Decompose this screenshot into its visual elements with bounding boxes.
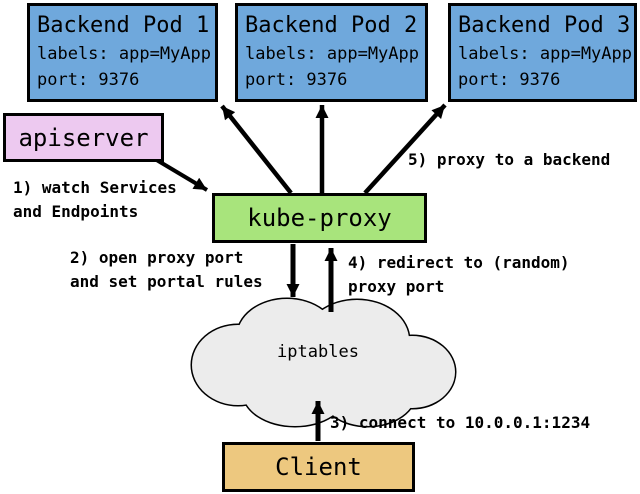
pod-3-labels: labels: app=MyApp	[458, 44, 632, 64]
iptables-label: iptables	[277, 342, 359, 362]
pod-2-labels: labels: app=MyApp	[245, 44, 419, 64]
kube-proxy-box: kube-proxy	[212, 193, 427, 243]
backend-pod-1-box: Backend Pod 1 labels: app=MyApp port: 93…	[27, 3, 218, 102]
annotation-step-4: 4) redirect to (random) proxy port	[348, 253, 570, 296]
pod-3-port: port: 9376	[458, 70, 561, 90]
arrow-proxy-to-pod3	[363, 103, 447, 195]
apiserver-label: apiserver	[18, 123, 149, 152]
annotation-step-1: 1) watch Services and Endpoints	[13, 178, 177, 221]
pod-3-title: Backend Pod 3	[458, 13, 631, 38]
cloud-shape-fill	[192, 299, 455, 426]
backend-pod-2-box: Backend Pod 2 labels: app=MyApp port: 93…	[235, 3, 428, 102]
arrow-proxy-to-pod1	[220, 104, 293, 195]
backend-pod-3-box: Backend Pod 3 labels: app=MyApp port: 93…	[448, 3, 637, 102]
kube-proxy-label: kube-proxy	[247, 204, 392, 232]
pod-1-port: port: 9376	[37, 70, 140, 90]
pod-2-port: port: 9376	[245, 70, 348, 90]
annotation-step-5: 5) proxy to a backend	[408, 150, 611, 169]
client-box: Client	[222, 442, 415, 492]
client-label: Client	[275, 453, 362, 481]
pod-1-title: Backend Pod 1	[37, 13, 210, 38]
pod-1-labels: labels: app=MyApp	[37, 44, 211, 64]
apiserver-box: apiserver	[3, 113, 164, 162]
pod-2-title: Backend Pod 2	[245, 13, 418, 38]
annotation-step-2: 2) open proxy port and set portal rules	[70, 248, 263, 291]
annotation-step-3: 3) connect to 10.0.0.1:1234	[330, 413, 591, 432]
arrow-watch-services	[153, 157, 209, 192]
